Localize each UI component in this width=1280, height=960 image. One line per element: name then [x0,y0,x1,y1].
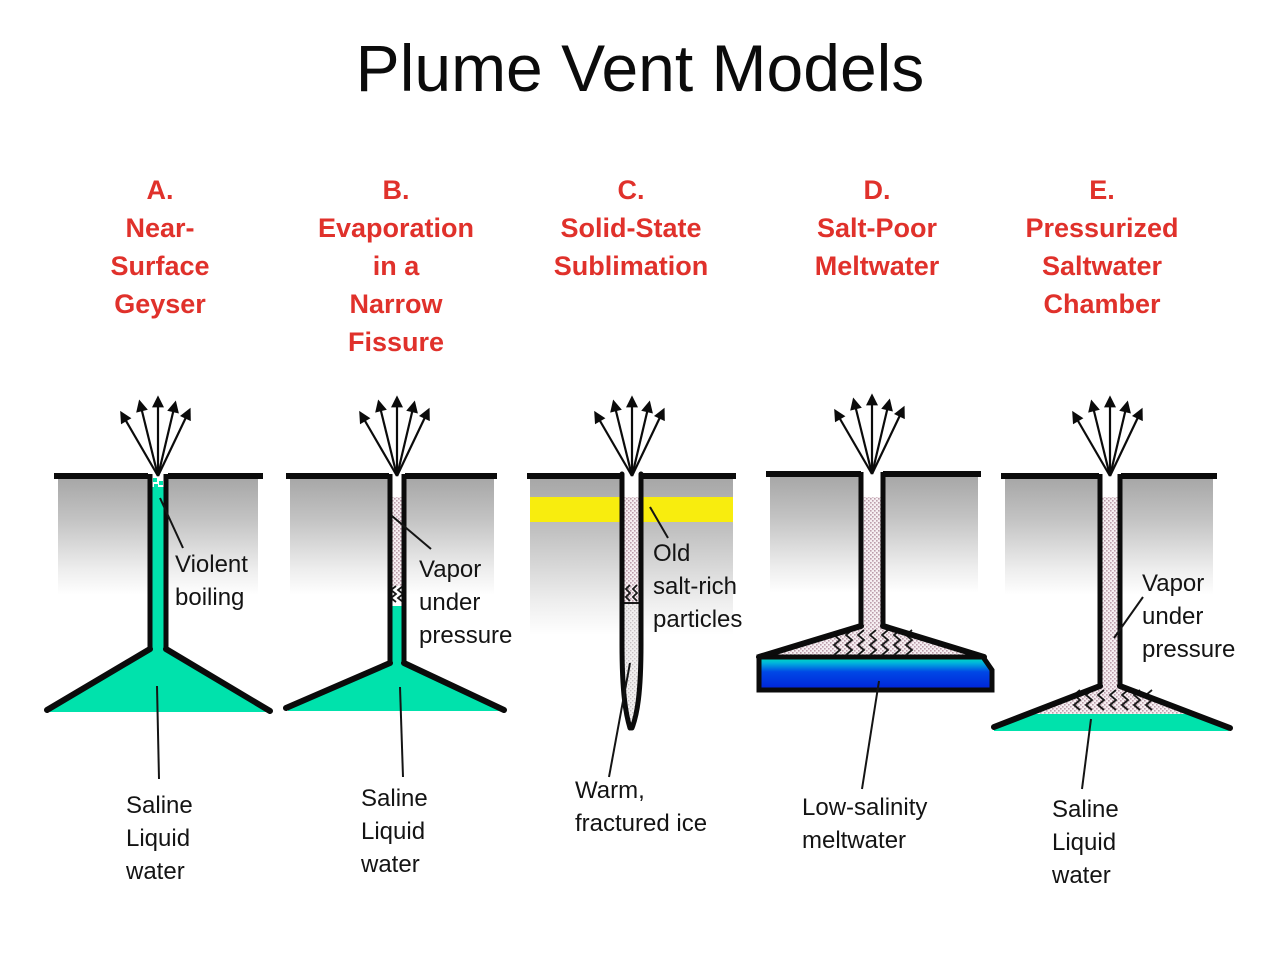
saline-water-fill [994,714,1229,731]
low-salinity-meltwater-label: Low-salinity meltwater [802,794,928,854]
leader-line [159,497,184,549]
funnel-vapor-stipple [1028,686,1193,714]
vent-channel-walls [1097,474,1123,688]
leader-line [399,686,404,778]
vent-channel-walls [147,474,169,651]
ice-surface [290,477,388,595]
ice-surface [1005,477,1098,595]
old-salt-rich-particles-label: Old salt-rich particles [653,540,743,633]
plume-arrows [834,393,905,475]
vapor-stipple [863,497,882,628]
plume-arrows [1072,395,1143,477]
saline-liquid-water-label: Saline Liquid water [1052,796,1119,889]
leader-line [608,662,631,778]
funnel-outline [44,646,273,714]
plume-arrows [359,395,430,477]
funnel-outline [756,623,987,660]
model-c-diagram [527,395,736,778]
saline-water-fill [50,487,268,712]
vent-channel-walls [387,474,407,664]
vapor-under-pressure-label: Vapor under pressure [419,556,513,649]
saline-liquid-water-label: Saline Liquid water [361,785,428,878]
ice-surface [404,477,494,595]
crack-taper-fill [624,603,639,725]
model-b-heading: B. Evaporation in a Narrow Fissure [317,175,475,357]
model-d-diagram [756,393,995,790]
meltwater-chamber [756,654,995,693]
ice-surface [58,477,148,595]
ice-surface [884,475,978,593]
vapor-stipple [1102,497,1119,688]
vapor-stipple [624,497,639,603]
evaporation-squiggles [1072,689,1154,711]
model-b-diagram [283,395,507,778]
funnel-vapor-stipple [760,626,983,657]
funnel-outline [283,660,507,713]
boiling-spray-specks [152,478,163,495]
leader-line [861,680,880,790]
plume-arrows [594,395,665,477]
vent-channel-walls [858,472,886,628]
leader-line [649,506,669,539]
leader-line [1081,718,1092,790]
warm-fractured-ice-label: Warm, fractured ice [575,777,708,837]
saline-liquid-water-label: Saline Liquid water [126,792,193,885]
model-e-heading: E. Pressurized Saltwater Chamber [1025,175,1179,319]
model-a-heading: A. Near- Surface Geyser [110,175,210,319]
model-a-diagram [44,395,273,780]
model-c-heading: C. Solid-State Sublimation [553,175,709,281]
ice-surface [770,475,860,593]
ice-surface [1122,477,1213,595]
vapor-stipple [392,497,403,586]
evaporation-squiggles [624,584,639,602]
model-e-diagram [991,395,1233,790]
leader-line [391,515,432,550]
leader-line [1113,596,1144,639]
vapor-under-pressure-label: Vapor under pressure [1142,570,1236,663]
evaporation-squiggles [389,585,405,603]
plume-arrows [120,395,191,477]
page-title: Plume Vent Models [355,31,925,105]
ice-surface [168,477,258,595]
funnel-outline [991,683,1233,731]
violent-boiling-label: Violent boiling [175,551,248,611]
model-d-heading: D. Salt-Poor Meltwater [814,175,940,281]
leader-line [156,685,160,780]
evaporation-squiggles [832,629,914,656]
